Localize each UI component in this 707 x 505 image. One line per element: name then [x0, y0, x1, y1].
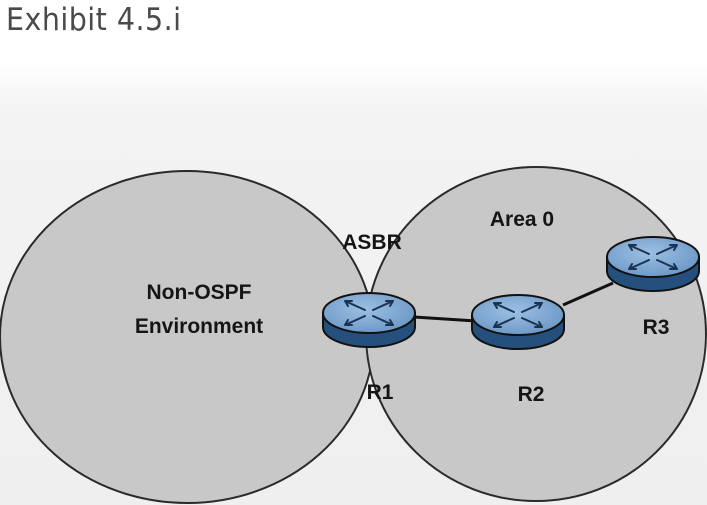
link-r2-r3: [562, 281, 614, 307]
area0-label: Area 0: [490, 208, 554, 231]
router-r1-top: [322, 292, 416, 334]
router-r1: [322, 292, 416, 348]
exhibit-title: Exhibit 4.5.i: [6, 2, 182, 38]
asbr-label: ASBR: [342, 231, 402, 254]
non-ospf-label-line1: Non-OSPF: [147, 281, 252, 304]
link-r1-r2: [413, 315, 477, 323]
router-r3: [606, 236, 700, 292]
router-r2-top: [471, 294, 565, 336]
router-r3-top: [606, 236, 700, 278]
r1-label: R1: [367, 381, 394, 404]
router-arrows-icon: [344, 300, 394, 326]
router-arrows-icon: [493, 302, 543, 328]
r2-label: R2: [518, 383, 545, 406]
non-ospf-label-line2: Environment: [135, 315, 263, 338]
router-arrows-icon: [628, 244, 678, 270]
router-r2: [471, 294, 565, 350]
r3-label: R3: [643, 316, 670, 339]
